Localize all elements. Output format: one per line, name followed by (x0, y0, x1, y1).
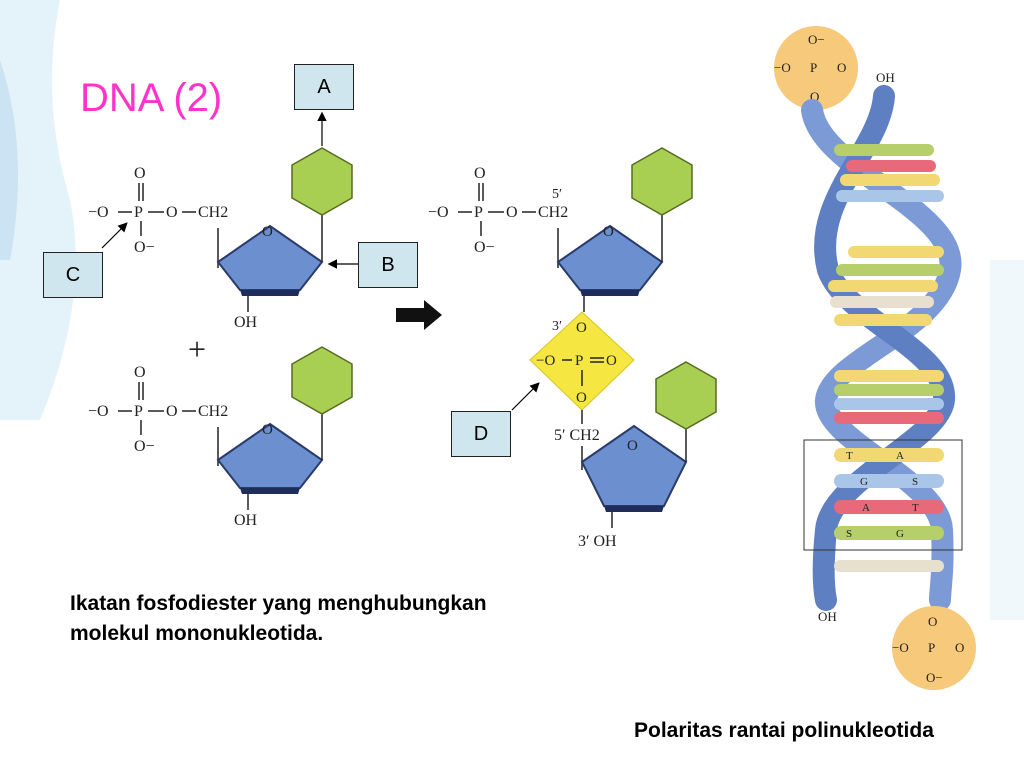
five-prime-label: 5′ (552, 187, 562, 202)
oh-label: OH (234, 314, 258, 331)
ring-o: O (262, 224, 273, 240)
pair-2-left: G (860, 476, 868, 488)
pair-2-right: S (912, 476, 918, 488)
reaction-arrow (396, 300, 442, 330)
nucleotide-1: −O P O CH2 O O− O OH (88, 147, 353, 331)
top-phosphate-o-bottom: O (810, 89, 819, 104)
three-prime-oh-label: 3′ OH (578, 533, 617, 550)
highlight-box (803, 439, 963, 551)
caption-polarity: Polaritas rantai polinukleotida (634, 719, 934, 742)
ch2-label: CH2 (538, 204, 568, 221)
strand-1 (801, 99, 962, 611)
phosphate-o-top: O (134, 364, 146, 381)
helix-top-oh: OH (876, 70, 895, 85)
base-hexagon (291, 147, 353, 216)
phosphate-o-minus: −O (88, 403, 109, 420)
diester-o-right: O (606, 353, 617, 369)
sugar-pentagon (216, 224, 324, 291)
oh-label: OH (234, 512, 258, 529)
pair-3-right: T (912, 502, 919, 514)
phosphate-o-top: O (134, 165, 146, 182)
pair-1-right: A (896, 450, 904, 462)
nucleotide-2: −O P O CH2 O O− O OH (88, 346, 353, 529)
bottom-phosphate-o-minus: −O (892, 640, 909, 655)
pair-3-left: A (862, 502, 870, 514)
base-hexagon (291, 346, 353, 415)
bottom-phosphate-o-right: O (955, 640, 964, 655)
caption-line-2: molekul mononukleotida. (70, 622, 324, 645)
base-hexagon (655, 361, 717, 430)
sugar-pentagon (216, 422, 324, 489)
diester-p: P (575, 353, 583, 369)
label-box-d: D (451, 411, 511, 457)
helix-bottom-oh: OH (818, 609, 837, 624)
page-title: DNA (2) (80, 76, 223, 120)
sugar-pentagon (580, 424, 688, 507)
pair-4-left: S (846, 528, 852, 540)
base-hexagon (631, 147, 693, 216)
plus-sign: + (188, 331, 206, 367)
phosphate-p: P (134, 403, 143, 420)
sugar-pentagon (556, 224, 664, 291)
phosphate-p: P (474, 204, 483, 221)
phosphate-o: O (506, 204, 518, 221)
phosphate-o-bottom: O− (134, 239, 155, 256)
phosphodiester-diamond (529, 311, 635, 411)
phosphate-o: O (166, 403, 178, 420)
top-phosphate-o-right: O (837, 60, 846, 75)
caption-line-1: Ikatan fosfodiester yang menghubungkan (70, 592, 487, 615)
label-box-b: B (358, 242, 418, 288)
phosphate-o: O (166, 204, 178, 221)
bottom-phosphate-o-bottom: O− (926, 670, 943, 685)
label-box-c: C (43, 252, 103, 298)
base-pairs (828, 144, 944, 572)
ch2-label: CH2 (198, 204, 228, 221)
phosphate-o-minus: −O (88, 204, 109, 221)
dinucleotide: −O P O CH2 5′ O O− O 3′ O −O P O O 5′ CH… (428, 147, 717, 550)
top-phosphate-circle (774, 26, 858, 110)
bottom-phosphate-circle (892, 606, 976, 690)
top-phosphate-o-minus: −O (774, 60, 791, 75)
strand-2 (812, 85, 955, 611)
phosphate-p: P (134, 204, 143, 221)
pair-1-left: T (846, 450, 853, 462)
pair-4-right: G (896, 528, 904, 540)
ring-o: O (262, 422, 273, 438)
caption-phosphodiester: Ikatan fosfodiester yang menghubungkan m… (70, 589, 670, 649)
bottom-phosphate-o-top: O (928, 614, 937, 629)
label-box-a: A (294, 64, 354, 110)
ring-o: O (627, 438, 638, 454)
ch2-label: CH2 (198, 403, 228, 420)
diester-o-minus: −O (536, 353, 555, 369)
diester-o-top: O (576, 320, 587, 336)
phosphate-o-top: O (474, 165, 486, 182)
phosphate-o-bottom: O− (134, 438, 155, 455)
diester-o-bottom: O (576, 390, 587, 406)
ring-o: O (603, 224, 614, 240)
top-phosphate-o: O− (808, 32, 825, 47)
top-phosphate-p: P (810, 60, 817, 75)
five-prime-ch2-label: 5′ CH2 (554, 427, 600, 444)
three-prime-label: 3′ (552, 319, 562, 334)
phosphate-o-minus: −O (428, 204, 449, 221)
phosphate-o-bottom: O− (474, 239, 495, 256)
bottom-phosphate-p: P (928, 640, 935, 655)
